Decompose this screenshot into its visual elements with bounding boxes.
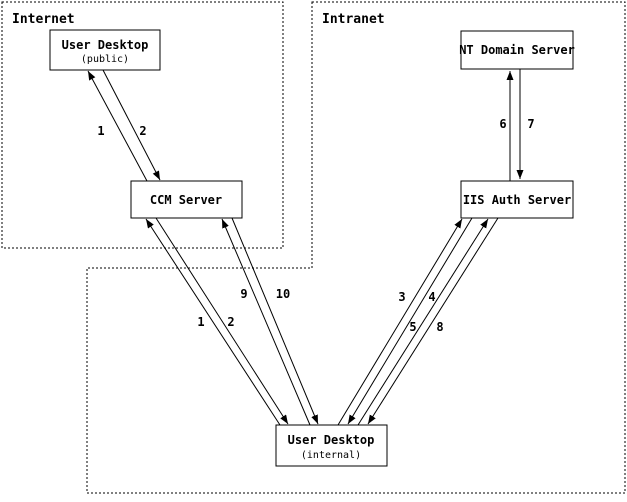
edge-1-ccm-to-public: 1 bbox=[87, 70, 148, 182]
node-label: CCM Server bbox=[150, 193, 222, 207]
node-ccm-server: CCM Server bbox=[130, 180, 243, 219]
edge-label: 8 bbox=[436, 320, 443, 334]
node-sublabel: (public) bbox=[81, 54, 129, 65]
edge-label: 1 bbox=[197, 315, 204, 329]
node-box bbox=[460, 180, 574, 219]
intranet-zone-border bbox=[86, 1, 626, 494]
edge-label: 7 bbox=[527, 117, 534, 131]
node-box bbox=[130, 180, 243, 219]
arrow-line bbox=[367, 217, 499, 425]
arrow-line bbox=[102, 69, 161, 181]
arrow-line bbox=[231, 217, 319, 425]
edge-10-ccm-to-internal: 10 bbox=[231, 217, 319, 425]
arrow-line bbox=[155, 217, 289, 425]
edge-2-public-to-ccm: 2 bbox=[102, 69, 161, 181]
node-user-desktop-public: User Desktop (public) bbox=[49, 29, 161, 71]
internet-zone-label: Internet bbox=[12, 12, 75, 27]
arrow-line bbox=[347, 217, 473, 425]
arrow-line bbox=[357, 218, 489, 426]
edge-5-internal-to-iis: 5 bbox=[357, 218, 489, 426]
node-nt-domain-server: NT Domain Server bbox=[459, 30, 575, 70]
edge-6-iis-to-ntdomain: 6 bbox=[499, 71, 514, 181]
edge-label: 6 bbox=[499, 117, 506, 131]
arrow-line bbox=[145, 218, 281, 426]
intranet-zone-label: Intranet bbox=[322, 12, 385, 27]
edge-label: 3 bbox=[398, 290, 405, 304]
internet-zone-border bbox=[1, 1, 284, 249]
arrow-line bbox=[337, 218, 463, 426]
node-iis-auth-server: IIS Auth Server bbox=[460, 180, 574, 219]
node-label: NT Domain Server bbox=[459, 43, 575, 57]
edge-2-ccm-to-internal: 2 bbox=[155, 217, 289, 425]
edge-label: 1 bbox=[97, 124, 104, 138]
node-label: User Desktop bbox=[288, 433, 375, 447]
node-label: IIS Auth Server bbox=[463, 193, 571, 207]
edge-label: 5 bbox=[409, 320, 416, 334]
edge-9-internal-to-ccm: 9 bbox=[221, 218, 311, 426]
node-label: User Desktop bbox=[62, 38, 149, 52]
edge-4-iis-to-internal: 4 bbox=[347, 217, 473, 425]
node-sublabel: (internal) bbox=[301, 450, 361, 461]
node-box bbox=[460, 30, 574, 70]
edge-8-iis-to-internal: 8 bbox=[367, 217, 499, 425]
node-user-desktop-internal: User Desktop (internal) bbox=[275, 424, 388, 467]
edge-1-internal-to-ccm: 1 bbox=[145, 218, 281, 426]
arrow-line bbox=[221, 218, 311, 426]
edge-3-internal-to-iis: 3 bbox=[337, 218, 463, 426]
edge-label: 4 bbox=[428, 290, 435, 304]
edge-7-ntdomain-to-iis: 7 bbox=[516, 69, 535, 179]
edge-label: 2 bbox=[227, 315, 234, 329]
arrow-line bbox=[87, 70, 148, 182]
edge-label: 10 bbox=[276, 287, 290, 301]
node-box bbox=[49, 29, 161, 71]
edge-label: 9 bbox=[240, 287, 247, 301]
node-box bbox=[275, 424, 388, 467]
edge-label: 2 bbox=[139, 124, 146, 138]
